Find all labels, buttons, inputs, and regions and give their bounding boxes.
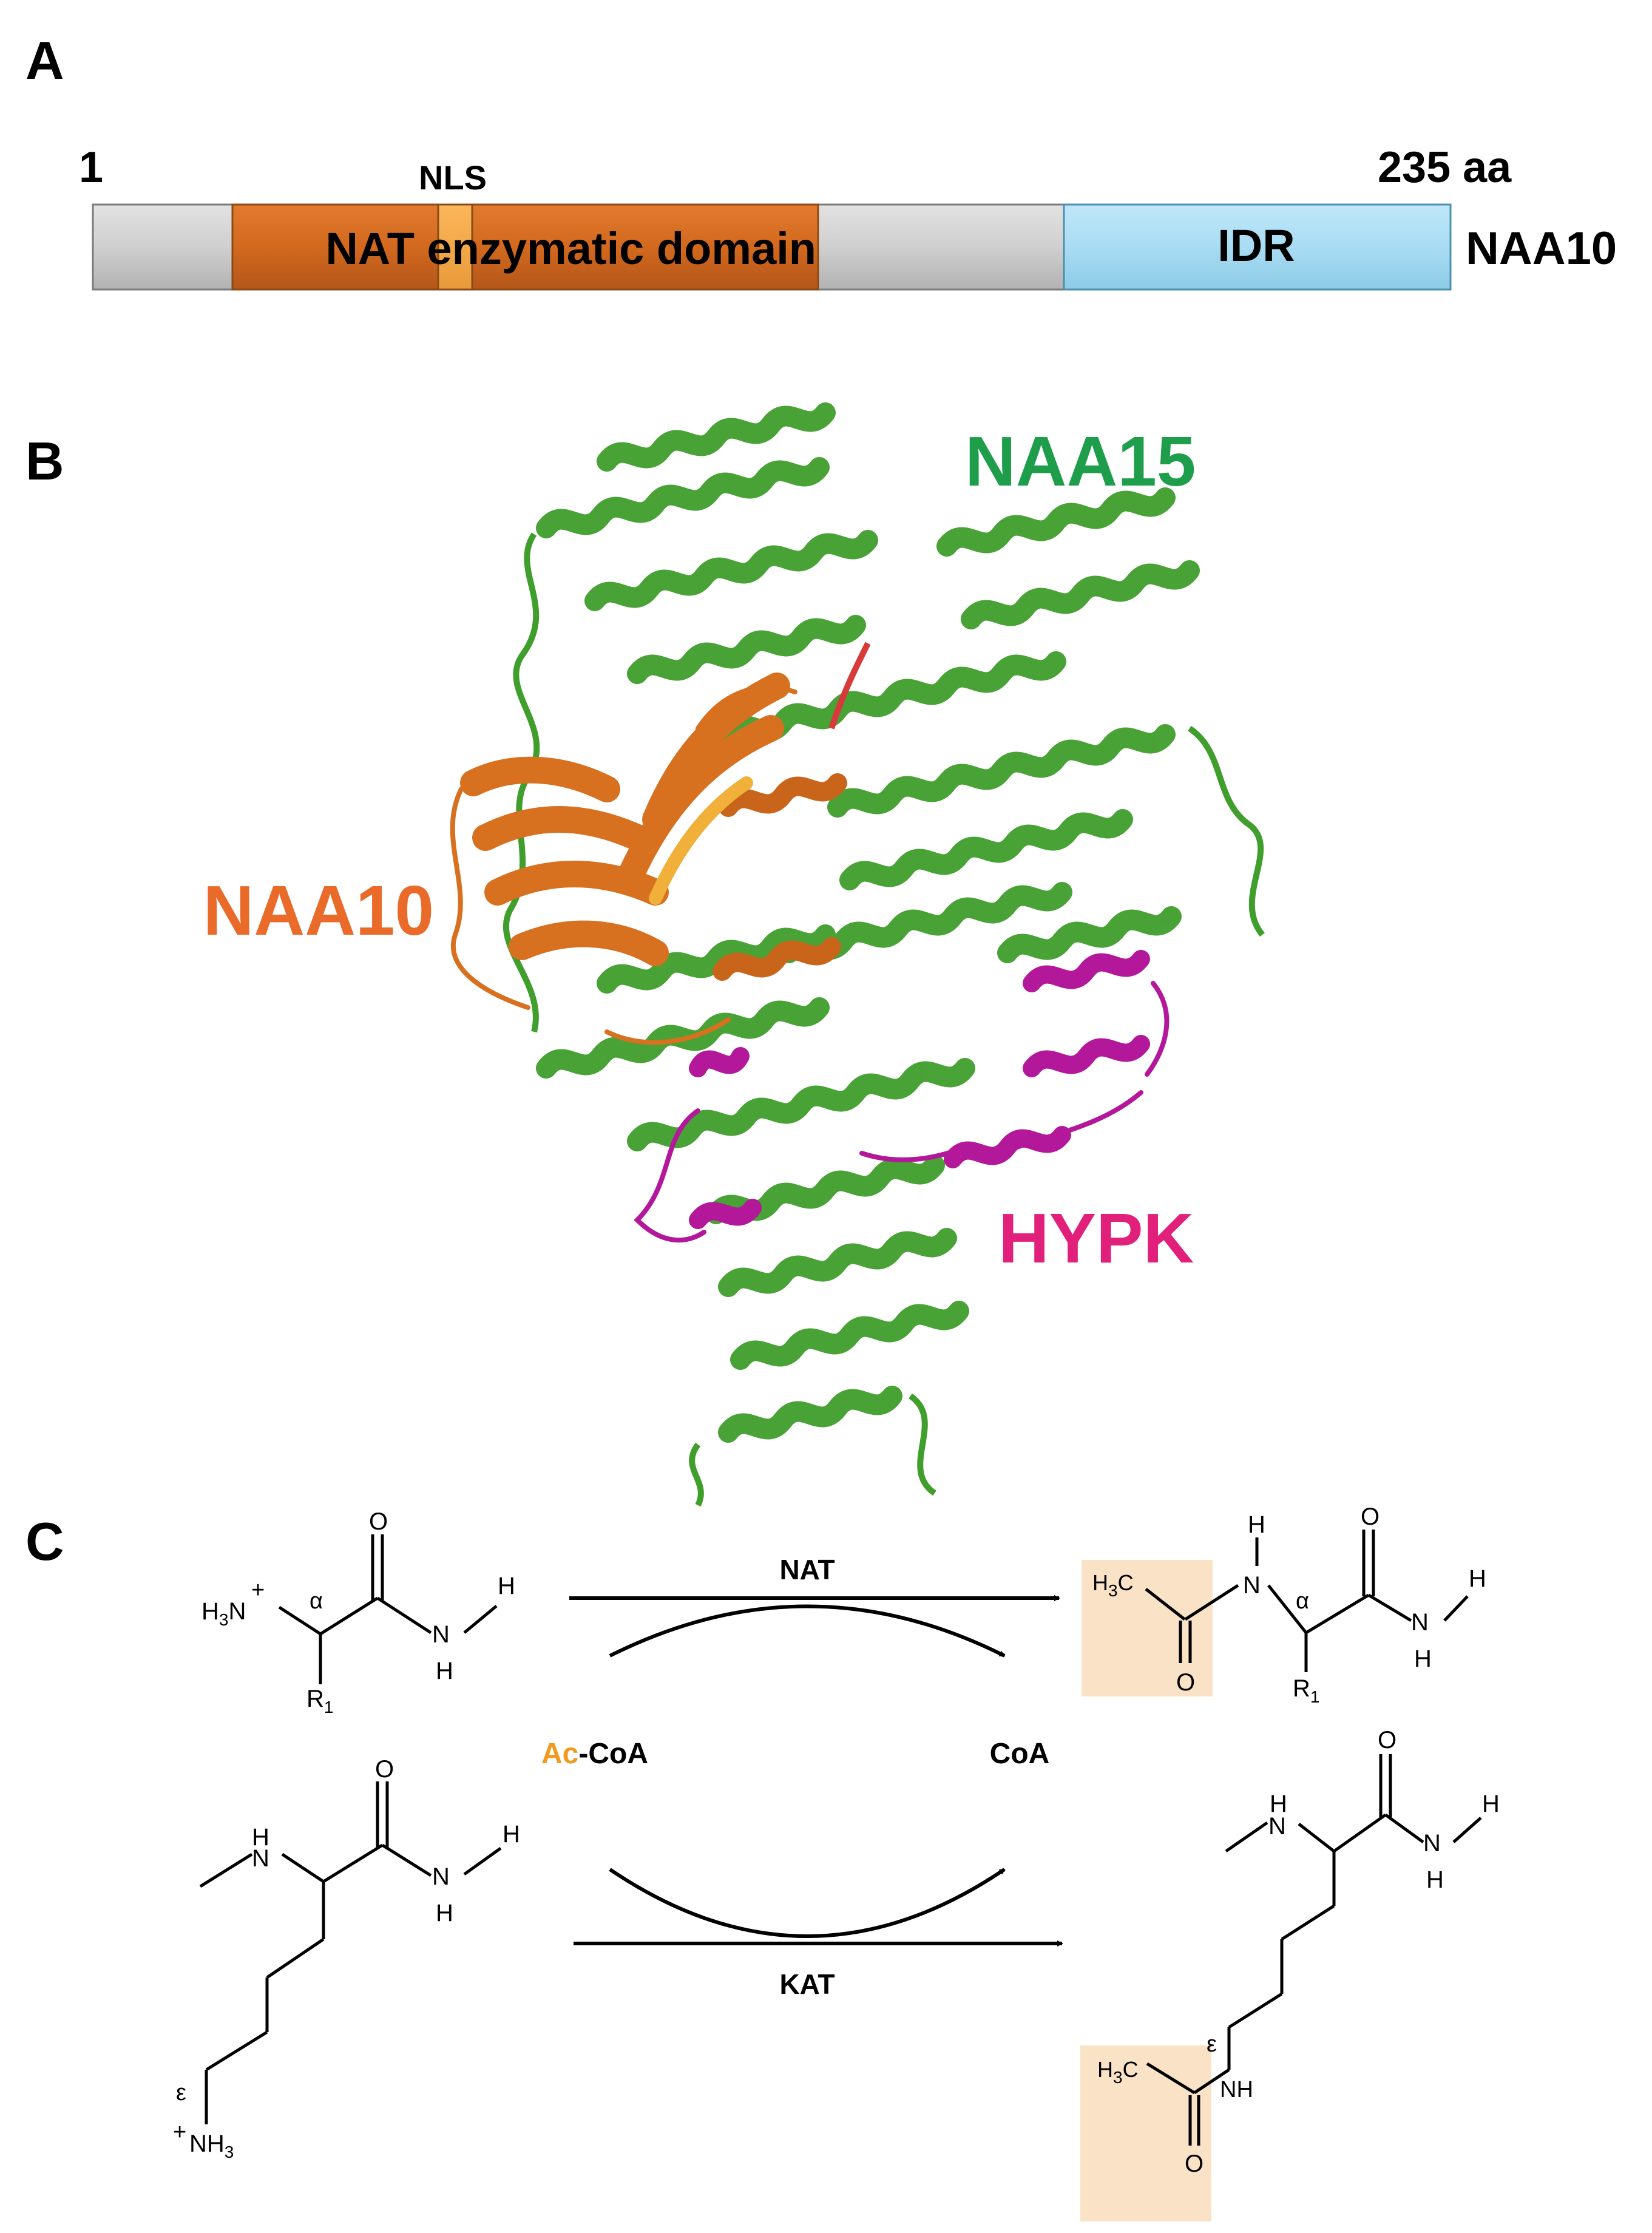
domain-start-label: 1 [79, 143, 103, 192]
naa10-structure [450, 673, 847, 1045]
plys-h: H [1270, 1791, 1287, 1817]
idr-label: IDR [1217, 220, 1295, 271]
alpha-label-product: α [1296, 1588, 1309, 1614]
hypk-label: HYPK [998, 1199, 1194, 1278]
plys-epsilon: ε [1207, 2031, 1217, 2057]
n-terminal-segment [92, 203, 234, 291]
product-peptide-labels: H3C O N H α O N H H R1 [1092, 1503, 1486, 1706]
panel-label-a: A [25, 30, 64, 90]
idr-segment [1063, 203, 1452, 291]
panel-label-b: B [25, 431, 64, 491]
reactant-peptide-labels: H3N + α O N H H R1 [201, 1508, 515, 1716]
methyl-label: H3C [1092, 1570, 1134, 1600]
amide-h2-product: H [1414, 1645, 1432, 1672]
lys-amide-h2: H [436, 1900, 453, 1926]
nterm-h: H [1248, 1511, 1265, 1538]
naa15-loops [503, 532, 1265, 1507]
protein-name-label: NAA10 [1466, 223, 1617, 274]
kat-reaction-arrows [574, 1868, 1063, 1947]
reactant-lysine-structure [199, 1781, 502, 2124]
carbonyl-o-product: O [1361, 1503, 1379, 1530]
nat-cofactor-arrow [609, 1604, 1006, 1658]
product-lysine-structure [1146, 1754, 1482, 2146]
h3n-label: H3N [201, 1598, 246, 1629]
coa-label: CoA [990, 1738, 1050, 1770]
nat-domain-label: NAT enzymatic domain [325, 223, 816, 274]
amide-n-product: N [1411, 1609, 1429, 1636]
plys-carbonyl-o: O [1378, 1727, 1396, 1754]
hypk-structure [634, 950, 1170, 1243]
plys-amide-n: N [1423, 1830, 1441, 1857]
nat-reaction-arrows [569, 1595, 1060, 1658]
nh3-plus: + [173, 2119, 186, 2145]
reactant-lysine-labels: H N O N H H ε + NH3 [173, 1756, 520, 2161]
lys-h: H [252, 1824, 269, 1851]
nls-label: NLS [419, 158, 487, 197]
amide-h1-product: H [1469, 1565, 1486, 1592]
amide-h1: H [498, 1573, 515, 1599]
lys-amide-n: N [432, 1863, 450, 1890]
plys-n: N [1268, 1813, 1286, 1840]
product-lysine-labels: H N O N H H ε NH H3C O [1097, 1727, 1500, 2177]
reactant-peptide-structure [278, 1534, 498, 1684]
lys-n: N [252, 1845, 269, 1872]
product-peptide-structure [1145, 1530, 1469, 1672]
naa10-label: NAA10 [203, 871, 434, 950]
alpha-label: α [310, 1588, 323, 1614]
lys-amide-h1: H [503, 1821, 520, 1848]
naa15-structure [536, 402, 1200, 1443]
plus-charge: + [251, 1577, 265, 1603]
amide-h2: H [436, 1658, 453, 1684]
domain-bar: NAT enzymatic domain IDR [92, 203, 1452, 291]
nls-segment [437, 203, 473, 291]
domain-end-label: 235 aa [1378, 143, 1512, 192]
plys-methyl: H3C [1097, 2057, 1139, 2087]
plys-nh: NH [1220, 2077, 1253, 2103]
epsilon-label: ε [176, 2080, 186, 2106]
naa15-label: NAA15 [965, 422, 1196, 501]
nh3-label: NH3 [189, 2130, 234, 2161]
r1-group-product: R1 [1293, 1675, 1319, 1706]
r1-group: R1 [306, 1686, 333, 1716]
nterm-n: N [1243, 1572, 1261, 1599]
amide-n: N [432, 1621, 450, 1648]
kat-cofactor-arrow [609, 1868, 1006, 1938]
plys-amide-h2: H [1426, 1866, 1444, 1893]
plys-acetyl-o: O [1185, 2150, 1203, 2177]
ligand-stick [828, 642, 871, 730]
panel-label-c: C [25, 1511, 64, 1571]
nat-enzymatic-domain [231, 203, 819, 291]
acetyl-o: O [1176, 1669, 1195, 1696]
nat-enzyme-label: NAT [779, 1554, 834, 1585]
protein-structure-render [450, 402, 1265, 1507]
lys-carbonyl-o: O [375, 1756, 394, 1783]
kat-enzyme-label: KAT [779, 1968, 834, 2000]
plys-amide-h1: H [1482, 1791, 1500, 1817]
acetyl-coa-label: Ac-CoA [541, 1738, 648, 1770]
carbonyl-o: O [369, 1508, 388, 1535]
